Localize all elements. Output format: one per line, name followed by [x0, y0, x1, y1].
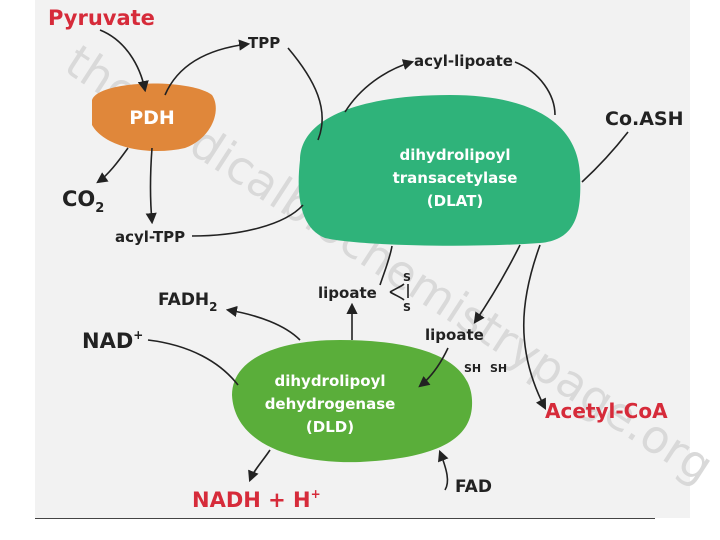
dld-label-line1: dihydrolipoyl — [274, 372, 385, 390]
co2-label: CO2 — [62, 187, 104, 216]
lipoate-ox-bracket — [389, 283, 405, 301]
acetyl-coa-label: Acetyl-CoA — [545, 399, 668, 423]
arrow-lipoate-red-to-dld — [418, 347, 449, 388]
arrow-acyllipoate-curve — [514, 61, 556, 116]
arrow-acyltpp-to-dlat — [191, 204, 304, 237]
arrows — [96, 29, 629, 491]
arrow-fad-to-dld — [438, 449, 449, 491]
pdh-blob — [92, 83, 216, 152]
sh-left-label: SH — [464, 362, 481, 375]
arrow-pyruvate-to-pdh — [99, 29, 149, 93]
coash-label: Co.ASH — [605, 108, 684, 130]
sulfur-top-label: S — [403, 271, 411, 284]
arrow-dlat-to-acyllipoate — [344, 59, 415, 113]
arrow-tpp-curve — [287, 47, 323, 141]
arrow-pdh-to-acyltpp — [145, 147, 157, 225]
arrow-dld-to-fadh2 — [225, 305, 301, 341]
dld-blob — [232, 340, 473, 463]
dlat-label-line1: dihydrolipoyl — [399, 146, 510, 164]
dld-label-line2: dehydrogenase — [265, 395, 396, 413]
acyl-tpp-label: acyl-TPP — [115, 228, 185, 246]
sh-right-label: SH — [490, 362, 507, 375]
pdh-label: PDH — [129, 107, 175, 129]
lipoate-oxidized-label: lipoate — [318, 284, 377, 302]
dlat-label-line3: (DLAT) — [427, 192, 483, 210]
dlat-label-line2: transacetylase — [393, 169, 518, 187]
pyruvate-label: Pyruvate — [48, 6, 155, 30]
dld-label-line3: (DLD) — [306, 418, 354, 436]
fadh2-label: FADH2 — [158, 290, 218, 314]
arrow-coash-to-dlat — [581, 131, 629, 183]
lipoate-reduced-label: lipoate — [425, 326, 484, 344]
arrow-lipoate-ox-to-dlat — [379, 245, 393, 286]
dlat-blob — [298, 95, 581, 246]
nadh-label: NADH + H+ — [192, 487, 321, 512]
sulfur-bottom-label: S — [403, 301, 411, 314]
arrow-nad-to-dld — [147, 339, 239, 386]
bottom-rule — [35, 518, 655, 519]
arrow-pdh-to-co2 — [96, 147, 129, 184]
arrow-lipoate-red-to-acetylcoa — [522, 244, 547, 410]
acyl-lipoate-label: acyl-lipoate — [414, 52, 513, 70]
tpp-label: TPP — [248, 34, 280, 52]
arrow-dld-to-nadh — [248, 449, 271, 483]
fad-label: FAD — [455, 477, 492, 497]
nad-label: NAD+ — [82, 328, 143, 353]
arrow-pdh-to-tpp — [164, 39, 251, 96]
arrow-dlat-to-lipoate-red — [473, 244, 521, 324]
